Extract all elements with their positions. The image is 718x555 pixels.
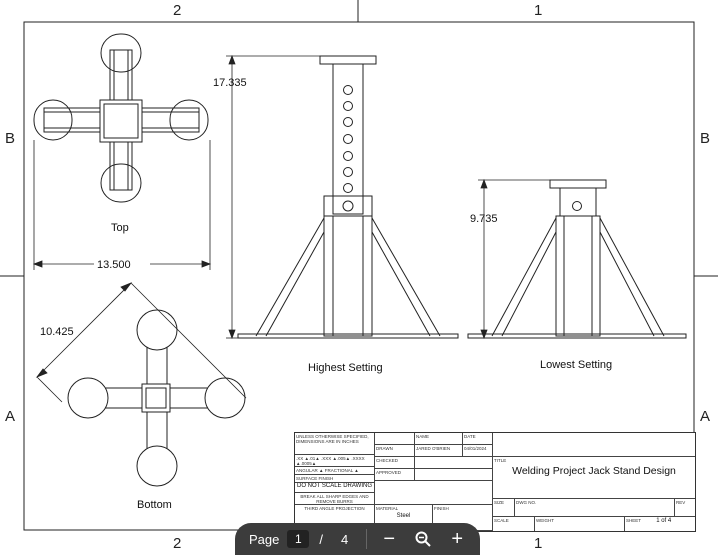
zoom-out-button[interactable]: −: [383, 527, 396, 550]
zone-label-bottom-2: 2: [173, 535, 182, 552]
tb-tol-3: .XXXX ▲.0005▲: [296, 456, 365, 466]
tb-drawn: DRAWN: [375, 445, 415, 457]
tb-sheet-value: 1 of 4: [656, 518, 672, 524]
tb-blank-rows: [375, 481, 493, 505]
tb-blank-top: [493, 433, 695, 457]
caption-lowest-setting: Lowest Setting: [540, 359, 612, 371]
tb-checked: CHECKED: [375, 457, 415, 469]
tb-name-hdr: NAME: [415, 433, 463, 445]
dim-highest-height: 17.335: [213, 77, 247, 89]
zone-label-right-b: B: [700, 130, 711, 147]
tb-checked-blank: [415, 457, 493, 469]
dim-lowest-height: 9.735: [470, 213, 498, 225]
caption-top-view: Top: [111, 222, 129, 234]
tb-scale-hdr: SCALE: [493, 517, 535, 531]
zone-label-bottom-1: 1: [534, 535, 543, 552]
tb-break-edges: BREAK ALL SHARP EDGES AND REMOVE BURRS: [295, 493, 375, 505]
tb-third-angle-label: THIRD ANGLE PROJECTION: [304, 506, 365, 511]
tb-tol-2: .XXX ▲.005▲: [320, 456, 351, 461]
zone-label-left-b: B: [5, 130, 16, 147]
bottom-view: [67, 309, 246, 487]
dim-bottom-diagonal: 10.425: [40, 326, 74, 338]
tb-blank-hdr: [375, 433, 415, 445]
tb-approved: APPROVED: [375, 469, 415, 481]
tb-title: Welding Project Jack Stand Design: [512, 465, 676, 477]
pdf-toolbar: Page 1 / 4 − +: [235, 523, 480, 555]
zoom-fit-button[interactable]: [411, 527, 435, 551]
zone-label-left-a: A: [5, 408, 16, 425]
lowest-setting-view: [467, 179, 687, 339]
page-number-input[interactable]: 1: [287, 530, 310, 548]
caption-bottom-view: Bottom: [137, 499, 172, 511]
tb-weight-hdr: WEIGHT: [535, 517, 625, 531]
tb-unless-note: UNLESS OTHERWISE SPECIFIED, DIMENSIONS A…: [295, 433, 375, 455]
zone-label-right-a: A: [700, 408, 711, 425]
total-pages: 4: [341, 531, 349, 547]
tb-size-hdr: SIZE: [493, 499, 515, 517]
tb-sheet-hdr: SHEET: [626, 518, 641, 523]
toolbar-divider: [366, 529, 368, 549]
zoom-in-button[interactable]: +: [451, 527, 464, 550]
tb-title-cell: TITLE Welding Project Jack Stand Design: [493, 457, 695, 499]
tb-dwg-hdr: DWG NO.: [515, 499, 675, 517]
tb-drawn-name: JARED O'BRIEN: [415, 445, 463, 457]
magnifier-icon: [415, 531, 431, 547]
tb-title-hdr: TITLE: [494, 458, 507, 463]
zone-label-top-2: 2: [173, 2, 182, 19]
tb-tolerances: .XX ▲.01▲ .XXX ▲.005▲ .XXXX ▲.0005▲: [295, 455, 375, 467]
zone-label-top-1: 1: [534, 2, 543, 19]
tb-surface-finish: SURFACE FINISH: [295, 475, 375, 483]
tb-material-hdr: MATERIAL: [376, 506, 399, 511]
page-separator: /: [319, 531, 323, 547]
tb-material-value: Steel: [396, 513, 411, 519]
tb-do-not-scale: DO NOT SCALE DRAWING: [295, 483, 375, 493]
tb-tol-1: .XX ▲.01▲: [296, 456, 320, 461]
tb-date-hdr: DATE: [463, 433, 493, 445]
tb-sheet: SHEET 1 of 4: [625, 517, 695, 531]
title-block: UNLESS OTHERWISE SPECIFIED, DIMENSIONS A…: [294, 432, 696, 532]
highest-setting-view: [237, 55, 459, 339]
top-view: [33, 33, 209, 203]
tb-angular: ANGULAR ▲ FRACTIONAL ▲: [295, 467, 375, 475]
page-label: Page: [249, 531, 280, 547]
dim-top-width: 13.500: [97, 259, 131, 271]
tb-rev-hdr: REV: [675, 499, 695, 517]
tb-approved-blank: [415, 469, 493, 481]
caption-highest-setting: Highest Setting: [308, 362, 383, 374]
tb-drawn-date: 04/01/2024: [463, 445, 493, 457]
